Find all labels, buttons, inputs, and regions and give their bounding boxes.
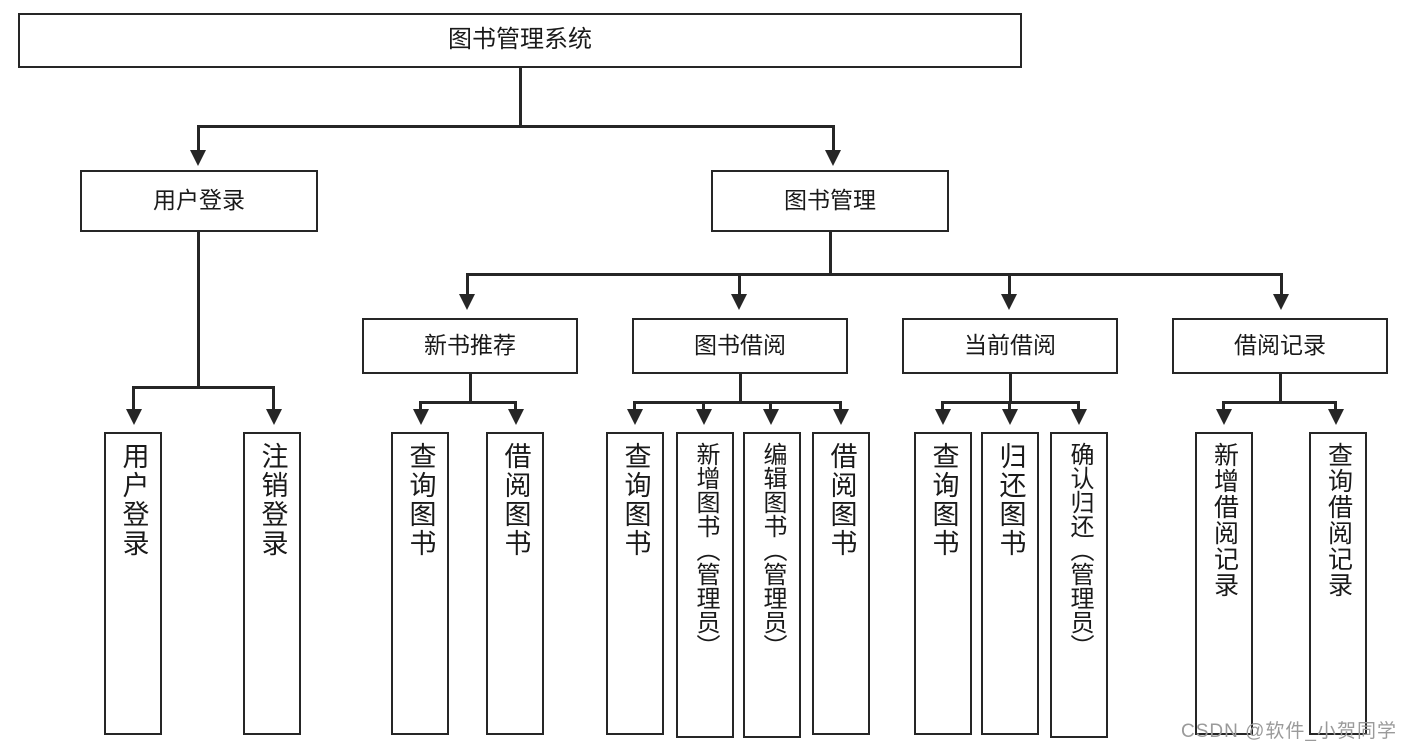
leaf-confirm-return-admin[interactable]: 确认归还（管理员）	[1050, 432, 1108, 738]
connector-userlogin-drop-2	[272, 386, 275, 411]
connector-bookmgmt-drop-2	[738, 273, 741, 296]
connector-bookborrow-stem	[739, 374, 742, 403]
leaf-query-book-newbook[interactable]: 查询图书	[391, 432, 449, 735]
connector-currentborrow-drop-2	[1008, 401, 1011, 411]
connector-newbook-bus	[419, 401, 517, 404]
node-label: 图书管理系统	[448, 26, 592, 54]
arrow-to-user-login	[190, 150, 206, 166]
connector-root-drop-2	[832, 125, 835, 152]
connector-bookborrow-bus	[633, 401, 842, 404]
node-label: 归还图书	[995, 442, 1026, 558]
connector-bookborrow-drop-3	[769, 401, 772, 411]
connector-bookborrow-drop-2	[702, 401, 705, 411]
node-label: 图书管理	[784, 187, 876, 214]
arrow-to-leaf-confirm-return	[1071, 409, 1087, 425]
connector-bookmgmt-drop-4	[1280, 273, 1283, 296]
connector-root-bus	[197, 125, 835, 128]
arrow-to-leaf-query-record	[1328, 409, 1344, 425]
node-label: 查询图书	[620, 442, 651, 558]
node-label: 新增图书（管理员）	[692, 442, 719, 658]
arrow-to-leaf-query-book-3	[935, 409, 951, 425]
node-label: 借阅图书	[500, 442, 531, 558]
connector-newbook-drop-2	[514, 401, 517, 411]
leaf-query-borrow-record[interactable]: 查询借阅记录	[1309, 432, 1367, 735]
node-label: 当前借阅	[964, 332, 1056, 359]
connector-newbook-drop-1	[419, 401, 422, 411]
connector-userlogin-bus	[132, 386, 275, 389]
leaf-borrow-book-borrow[interactable]: 借阅图书	[812, 432, 870, 735]
arrow-to-new-book	[459, 294, 475, 310]
connector-bookmgmt-stem	[829, 232, 832, 275]
connector-currentborrow-stem	[1009, 374, 1012, 403]
connector-bookborrow-drop-4	[839, 401, 842, 411]
connector-root-drop-1	[197, 125, 200, 152]
leaf-query-book-borrow[interactable]: 查询图书	[606, 432, 664, 735]
connector-bookborrow-drop-1	[633, 401, 636, 411]
arrow-to-borrow-record	[1273, 294, 1289, 310]
arrow-to-leaf-user-login	[126, 409, 142, 425]
leaf-edit-book-admin[interactable]: 编辑图书（管理员）	[743, 432, 801, 738]
connector-newbook-stem	[469, 374, 472, 403]
node-current-borrow[interactable]: 当前借阅	[902, 318, 1118, 374]
node-label: 查询图书	[405, 442, 436, 558]
node-user-login[interactable]: 用户登录	[80, 170, 318, 232]
leaf-add-borrow-record[interactable]: 新增借阅记录	[1195, 432, 1253, 735]
leaf-query-book-current[interactable]: 查询图书	[914, 432, 972, 735]
connector-bookmgmt-bus	[466, 273, 1283, 276]
node-label: 用户登录	[153, 187, 245, 214]
node-new-book-recommend[interactable]: 新书推荐	[362, 318, 578, 374]
node-label: 用户登录	[118, 442, 149, 558]
node-book-management[interactable]: 图书管理	[711, 170, 949, 232]
node-label: 查询图书	[928, 442, 959, 558]
arrow-to-leaf-add-book	[696, 409, 712, 425]
connector-borrowrecord-stem	[1279, 374, 1282, 403]
node-root[interactable]: 图书管理系统	[18, 13, 1022, 68]
node-book-borrow[interactable]: 图书借阅	[632, 318, 848, 374]
node-label: 确认归还（管理员）	[1066, 442, 1093, 658]
node-label: 借阅图书	[826, 442, 857, 558]
connector-userlogin-drop-1	[132, 386, 135, 411]
connector-bookmgmt-drop-1	[466, 273, 469, 296]
arrow-to-current-borrow	[1001, 294, 1017, 310]
arrow-to-leaf-edit-book	[763, 409, 779, 425]
node-borrow-record[interactable]: 借阅记录	[1172, 318, 1388, 374]
arrow-to-leaf-add-record	[1216, 409, 1232, 425]
node-label: 编辑图书（管理员）	[759, 442, 786, 658]
node-label: 查询借阅记录	[1324, 442, 1353, 598]
node-label: 借阅记录	[1234, 332, 1326, 359]
node-label: 新书推荐	[424, 332, 516, 359]
node-label: 图书借阅	[694, 332, 786, 359]
connector-currentborrow-drop-3	[1077, 401, 1080, 411]
node-label: 新增借阅记录	[1210, 442, 1239, 598]
connector-userlogin-stem	[197, 232, 200, 388]
leaf-borrow-book-newbook[interactable]: 借阅图书	[486, 432, 544, 735]
leaf-add-book-admin[interactable]: 新增图书（管理员）	[676, 432, 734, 738]
arrow-to-book-manage	[825, 150, 841, 166]
connector-bookmgmt-drop-3	[1008, 273, 1011, 296]
arrow-to-leaf-query-book-2	[627, 409, 643, 425]
connector-root-stem	[519, 68, 522, 127]
leaf-user-login[interactable]: 用户登录	[104, 432, 162, 735]
arrow-to-leaf-borrow-book-2	[833, 409, 849, 425]
arrow-to-book-borrow	[731, 294, 747, 310]
node-label: 注销登录	[257, 442, 288, 558]
arrow-to-leaf-query-book-1	[413, 409, 429, 425]
connector-borrowrecord-drop-1	[1222, 401, 1225, 411]
connector-borrowrecord-drop-2	[1334, 401, 1337, 411]
arrow-to-leaf-borrow-book-1	[508, 409, 524, 425]
arrow-to-leaf-logout	[266, 409, 282, 425]
leaf-logout[interactable]: 注销登录	[243, 432, 301, 735]
connector-borrowrecord-bus	[1222, 401, 1337, 404]
connector-currentborrow-drop-1	[941, 401, 944, 411]
csdn-watermark: CSDN @软件_小贺同学	[1181, 721, 1397, 742]
arrow-to-leaf-return-book	[1002, 409, 1018, 425]
leaf-return-book[interactable]: 归还图书	[981, 432, 1039, 735]
